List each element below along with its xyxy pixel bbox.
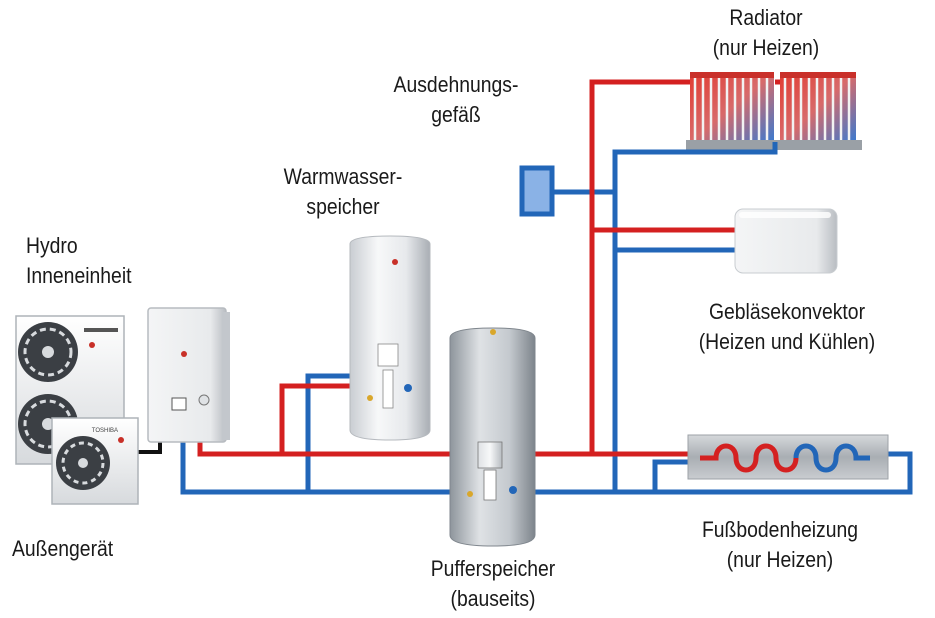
connector-cable: [138, 440, 162, 454]
underfloor-coil: [700, 443, 799, 473]
label-line: gefäß: [431, 102, 481, 127]
radiator-left: [690, 72, 774, 142]
label-line: (nur Heizen): [726, 547, 834, 572]
label-line: (Heizen und Kühlen): [698, 329, 876, 354]
label-line: Gebläsekonvektor: [708, 299, 866, 324]
label-line: Inneneinheit: [26, 263, 132, 288]
expansion-vessel: [519, 165, 555, 217]
label-line: (bauseits): [450, 586, 536, 611]
label-line: Ausdehnungs-: [393, 72, 519, 97]
buffer-tank: [449, 327, 536, 547]
label-buffer-tank: Pufferspeicher (bauseits): [418, 554, 568, 614]
label-line: Außengerät: [12, 536, 114, 561]
label-fan-coil: Gebläsekonvektor (Heizen und Kühlen): [686, 297, 888, 357]
label-radiator: Radiator (nur Heizen): [696, 3, 837, 63]
label-line: Pufferspeicher: [430, 556, 556, 581]
radiator: [686, 72, 862, 150]
label-line: (nur Heizen): [712, 35, 820, 60]
label-hydro-unit: Hydro Inneneinheit: [26, 231, 132, 291]
label-outdoor-unit: Außengerät: [12, 534, 113, 564]
label-expansion-vessel: Ausdehnungs- gefäß: [386, 70, 527, 130]
radiator-right: [780, 72, 856, 142]
label-line: Radiator: [729, 5, 803, 30]
label-line: Hydro: [26, 233, 78, 258]
outdoor-unit: TOSHIBA: [15, 315, 139, 505]
underfloor-heating: [687, 434, 889, 480]
label-line: Warmwasser-: [283, 164, 403, 189]
dhw-tank: [349, 235, 431, 441]
label-line: Fußbodenheizung: [701, 517, 859, 542]
outdoor-unit-small: [51, 417, 139, 505]
label-dhw-tank: Warmwasser- speicher: [277, 162, 409, 222]
label-line: speicher: [306, 194, 380, 219]
underfloor-coil-return: [793, 443, 870, 473]
hydro-indoor-unit: [147, 307, 230, 443]
fan-coil-unit: [734, 208, 838, 274]
outdoor-brand: TOSHIBA: [92, 428, 118, 434]
label-underfloor-heating: Fußbodenheizung (nur Heizen): [692, 515, 868, 575]
